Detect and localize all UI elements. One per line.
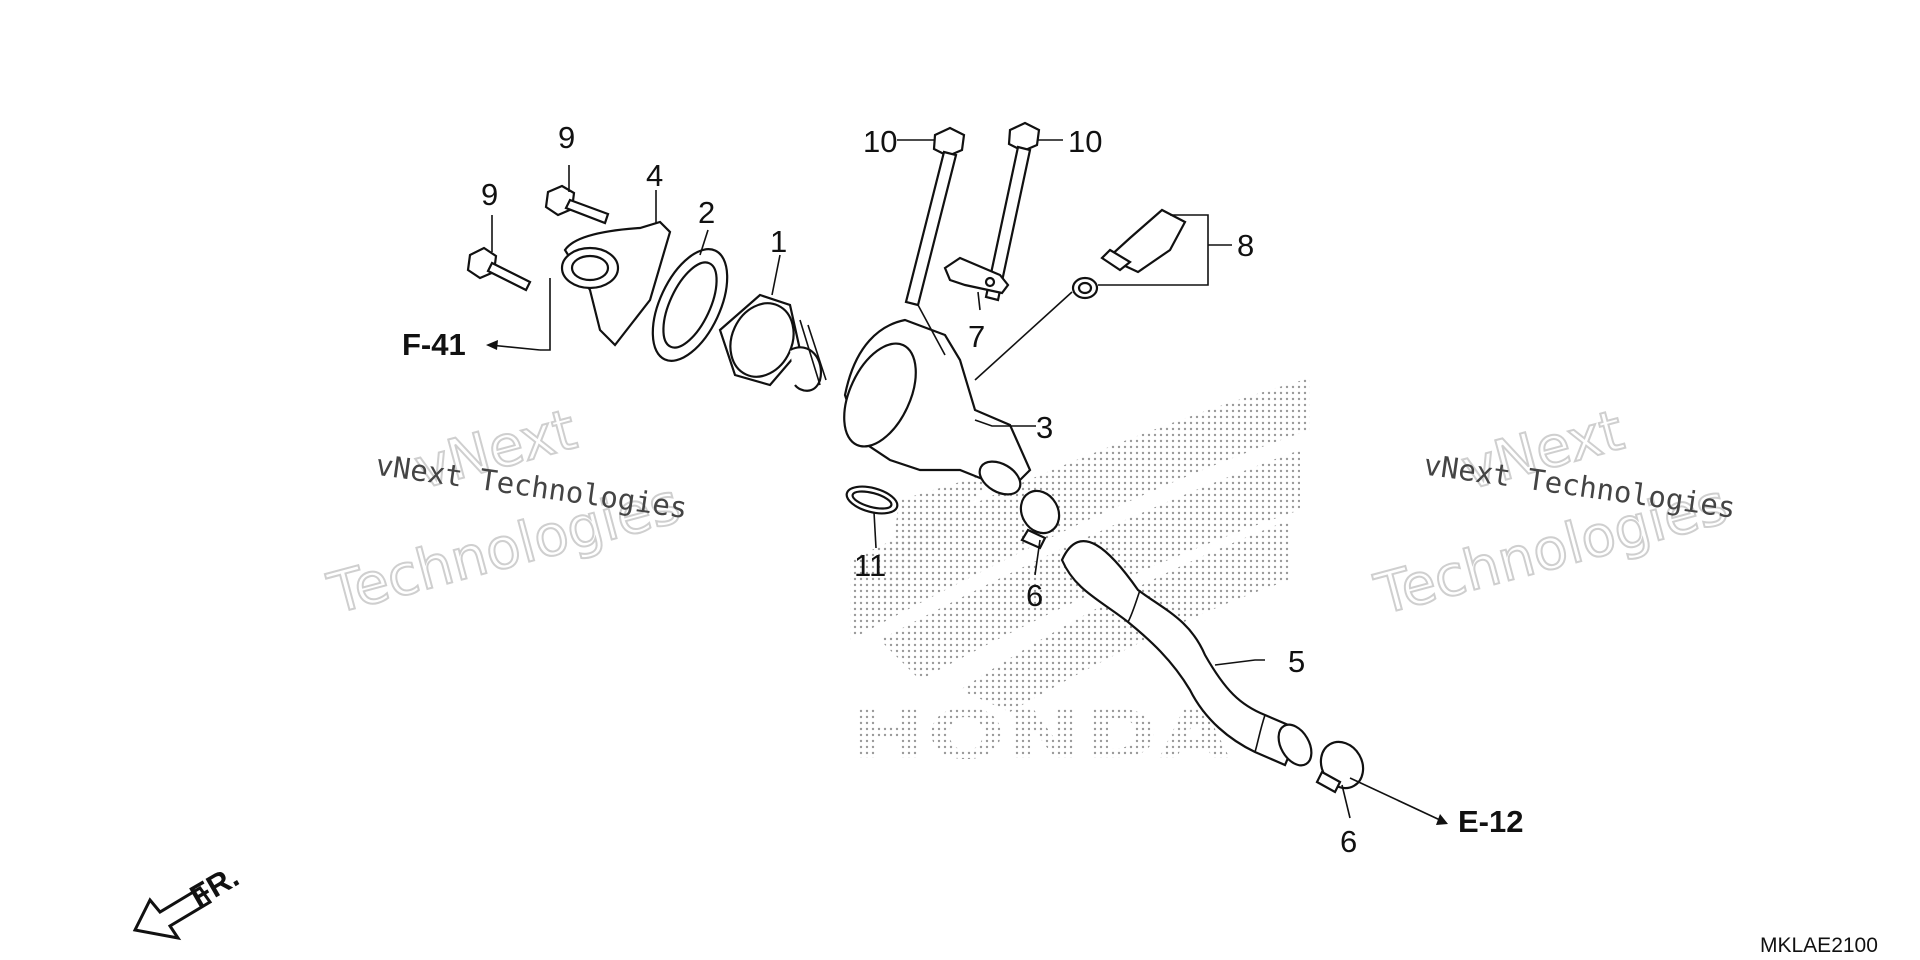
ref-e12[interactable]: E-12 bbox=[1458, 804, 1523, 839]
gasket-part-2[interactable] bbox=[637, 238, 742, 372]
bracket-part-7[interactable] bbox=[943, 256, 1010, 295]
leader-lines bbox=[486, 139, 1448, 825]
callout-10-right: 10 bbox=[1068, 124, 1102, 159]
callout-5: 5 bbox=[1288, 644, 1305, 679]
callout-10-left: 10 bbox=[863, 124, 897, 159]
callout-2: 2 bbox=[698, 195, 715, 230]
callout-8: 8 bbox=[1237, 228, 1254, 263]
callout-9-right: 9 bbox=[558, 120, 575, 155]
callout-11: 11 bbox=[854, 548, 886, 583]
bolt-part-9-lower[interactable] bbox=[466, 246, 532, 292]
front-direction-arrow: FR. bbox=[132, 859, 245, 941]
honda-logo-text: HONDA bbox=[850, 696, 1230, 775]
o-ring-part-11[interactable] bbox=[844, 482, 900, 519]
hose-clamp-part-6-lower[interactable] bbox=[1313, 734, 1372, 796]
thermostat-cover-part-4[interactable] bbox=[560, 220, 672, 347]
water-hose-part-5[interactable] bbox=[1060, 540, 1318, 771]
callout-9-left: 9 bbox=[481, 177, 498, 212]
watermark-right: vNext Technologies vNext Technologies bbox=[1368, 397, 1738, 629]
callout-1: 1 bbox=[770, 224, 787, 259]
callout-4: 4 bbox=[646, 158, 663, 193]
diagram-code: MKLAE2100 bbox=[1760, 934, 1878, 957]
temperature-sensor-part-8[interactable] bbox=[1071, 208, 1187, 300]
callout-6-upper: 6 bbox=[1026, 578, 1043, 613]
watermark-left: vNext Technologies vNext Technologies bbox=[320, 396, 689, 628]
thermostat-part-1[interactable] bbox=[718, 293, 827, 392]
ref-f41[interactable]: F-41 bbox=[402, 327, 466, 362]
bolt-part-9-upper[interactable] bbox=[544, 184, 610, 225]
callout-6-lower: 6 bbox=[1340, 824, 1357, 859]
callout-3: 3 bbox=[1036, 410, 1053, 445]
callout-7: 7 bbox=[968, 319, 985, 354]
thermostat-housing-part-3[interactable] bbox=[830, 318, 1032, 501]
bolt-part-10-right[interactable] bbox=[984, 121, 1041, 302]
